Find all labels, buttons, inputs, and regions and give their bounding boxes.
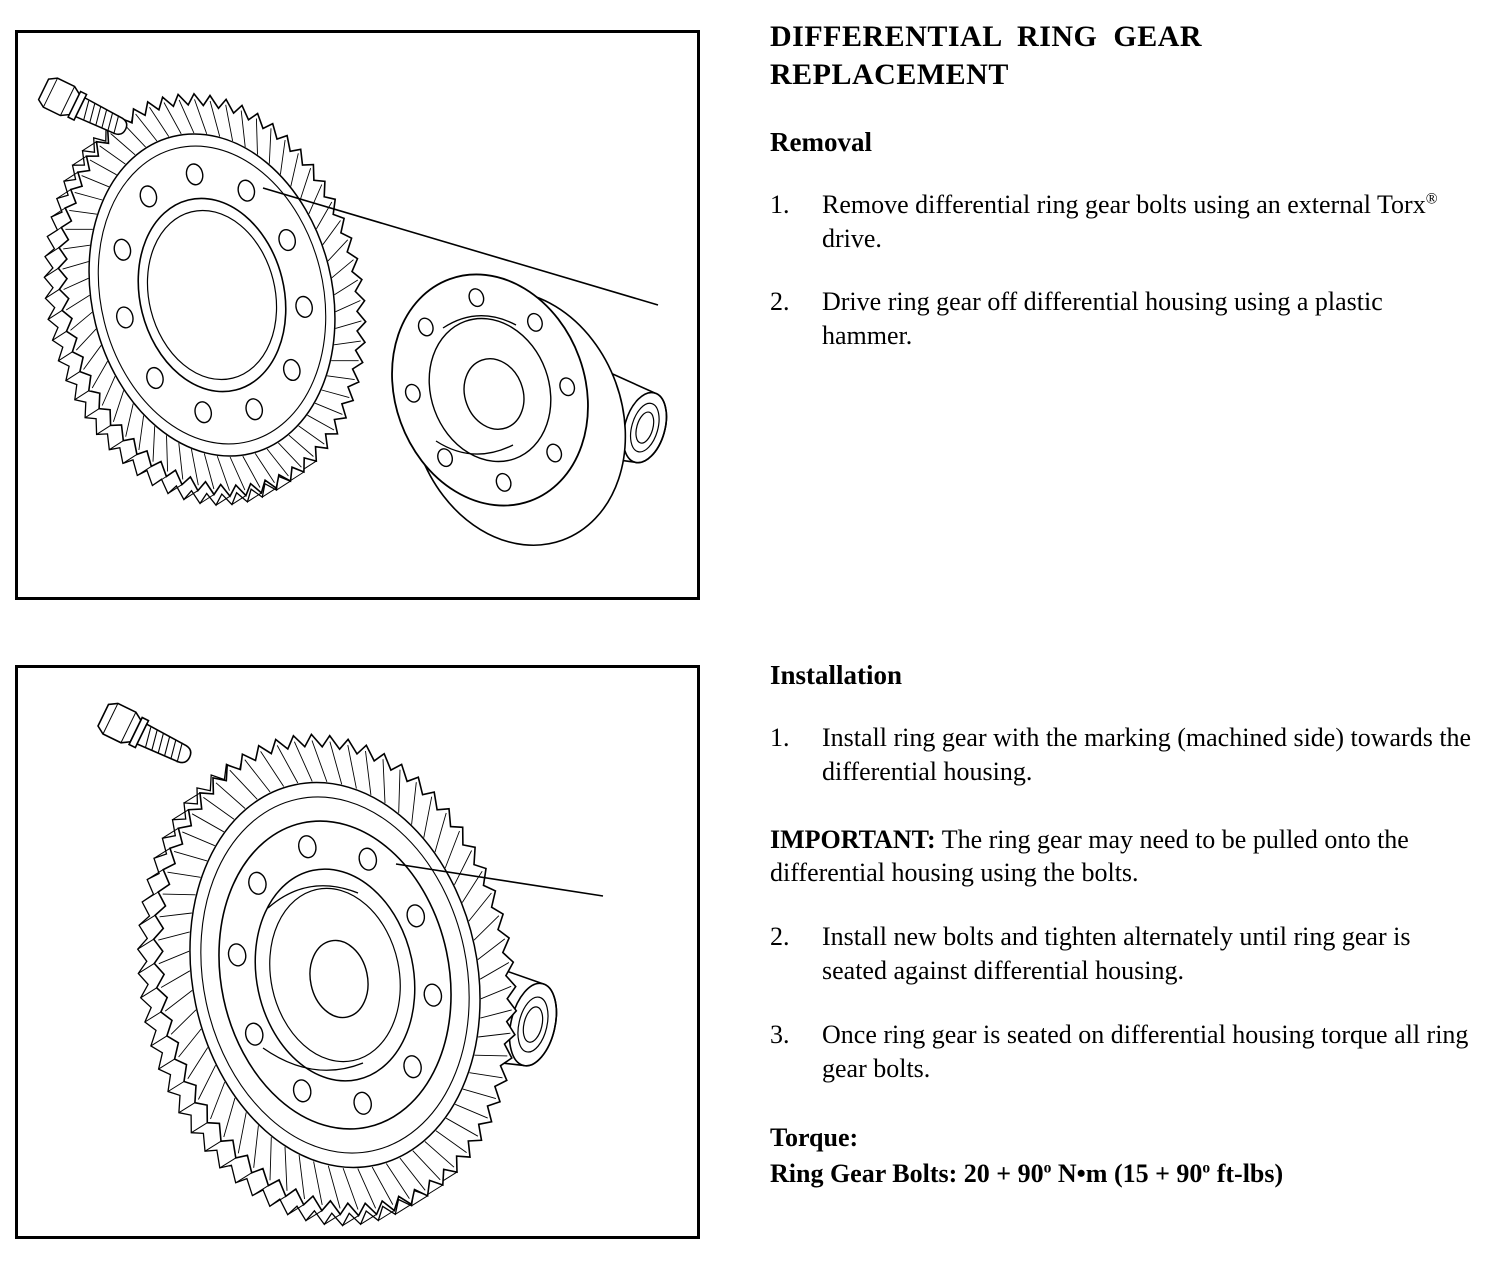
installation-step-1: 1. Install ring gear with the marking (m… — [770, 721, 1494, 789]
ring-gear-on-housing-drawing — [136, 733, 518, 1227]
leader-line — [395, 863, 604, 897]
important-label: IMPORTANT: — [770, 824, 936, 854]
torque-text-part: N•m (15 + 90 — [1051, 1159, 1203, 1189]
registered-trademark-symbol: ® — [1425, 190, 1438, 208]
important-text: The ring gear may need to be pulled onto… — [770, 824, 1409, 888]
ring-gear-bolt-drawing — [37, 77, 128, 136]
installation-section: Installation 1. Install ring gear with t… — [770, 660, 1494, 1191]
step-text: Install new bolts and tighten alternatel… — [822, 922, 1411, 985]
step-text: Drive ring gear off differential housing… — [822, 287, 1383, 351]
installation-illustration — [97, 702, 604, 1227]
step-number: 2. — [770, 287, 790, 317]
step-text: Once ring gear is seated on differential… — [822, 1019, 1469, 1083]
removal-illustration — [37, 77, 668, 547]
removal-heading: Removal — [770, 126, 872, 157]
important-note: IMPORTANT: The ring gear may need to be … — [770, 823, 1494, 891]
step-text-part: Remove differential ring gear bolts usin… — [822, 189, 1426, 219]
torque-text-part: ft-lbs) — [1210, 1159, 1284, 1189]
ring-gear-bolt-drawing — [97, 702, 192, 764]
installation-assembled-view — [97, 702, 604, 1227]
step-number: 3. — [770, 1019, 790, 1049]
step-number: 2. — [770, 922, 790, 952]
removal-step-1: 1. Remove differential ring gear bolts u… — [770, 188, 1494, 256]
ring-gear-drawing — [43, 92, 367, 507]
figure-removal-diagram — [15, 30, 700, 600]
step-number: 1. — [770, 189, 790, 219]
step-text: Remove differential ring gear bolts usin… — [822, 188, 1477, 256]
torque-heading: Torque: — [770, 1123, 859, 1153]
figure-installation-diagram — [15, 665, 700, 1239]
installation-step-3: 3. Once ring gear is seated on different… — [770, 1018, 1494, 1086]
step-text: Install ring gear with the marking (mach… — [822, 723, 1472, 786]
torque-text-part: Ring Gear Bolts: 20 + 90 — [770, 1159, 1044, 1189]
page-title: DIFFERENTIAL RING GEAR REPLACEMENT — [770, 20, 1203, 92]
torque-spec: Ring Gear Bolts: 20 + 90o N•m (15 + 90o … — [770, 1157, 1494, 1191]
degree-symbol: o — [1202, 1159, 1211, 1177]
removal-section: DIFFERENTIAL RING GEAR REPLACEMENT Remov… — [770, 18, 1494, 353]
differential-housing-drawing — [391, 273, 668, 547]
removal-exploded-view — [37, 77, 668, 547]
installation-heading: Installation — [770, 660, 903, 690]
installation-step-2: 2. Install new bolts and tighten alterna… — [770, 920, 1494, 988]
removal-step-2: 2. Drive ring gear off differential hous… — [770, 285, 1494, 353]
step-text-part: drive. — [822, 223, 882, 253]
step-number: 1. — [770, 723, 790, 752]
degree-symbol: o — [1043, 1159, 1052, 1177]
leader-line — [262, 187, 659, 306]
